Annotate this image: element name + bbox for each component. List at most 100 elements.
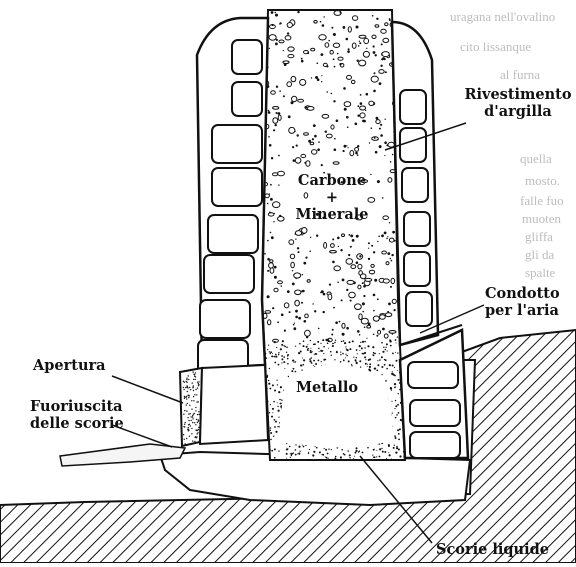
slag-dot	[363, 353, 365, 355]
charge-dot	[296, 310, 297, 311]
charge-dot	[303, 262, 306, 265]
slag-dot	[377, 360, 378, 361]
left-brick	[212, 125, 262, 163]
slag-dot	[292, 360, 294, 362]
charge-dot	[309, 251, 311, 253]
pebble	[383, 216, 389, 220]
slag-dot	[271, 450, 273, 452]
bleed-line-4: quella	[520, 150, 552, 168]
slag-dot	[397, 429, 399, 431]
charge-dot	[384, 155, 385, 156]
bleed-line-10: spalte	[525, 264, 555, 282]
pebble	[289, 127, 295, 133]
slag-dot	[390, 345, 392, 347]
base-dot	[314, 459, 315, 460]
slag-dot	[267, 349, 268, 350]
slag-dot	[399, 455, 401, 457]
bleed-line-5: mosto.	[525, 172, 560, 190]
slag-dot	[376, 450, 377, 451]
slag-dot	[280, 386, 282, 388]
slag-dot	[277, 402, 278, 403]
slag-dot	[325, 449, 327, 451]
charge-dot	[275, 43, 278, 46]
charge-dot	[348, 254, 350, 256]
pebble	[376, 120, 380, 124]
label-metallo: Metallo	[296, 379, 358, 396]
charge-dot	[287, 32, 289, 34]
label-fuoriuscita: Fuoriuscita delle scorie	[30, 398, 124, 432]
charge-dot	[385, 71, 387, 73]
slag-dot	[270, 430, 271, 431]
pebble	[385, 313, 391, 317]
slag-dot	[345, 357, 346, 358]
charge-dot	[270, 198, 273, 201]
hole-dot	[191, 409, 192, 410]
slag-dot	[324, 448, 325, 449]
slag-dot	[369, 363, 371, 365]
slag-dot	[313, 365, 314, 366]
slag-dot	[396, 360, 398, 362]
charge-dot	[314, 135, 317, 138]
pebble	[325, 43, 329, 47]
charge-dot	[268, 136, 270, 138]
charge-dot	[371, 245, 373, 247]
slag-dot	[340, 456, 342, 458]
charge-dot	[269, 212, 271, 214]
slag-dot	[273, 435, 274, 436]
slag-dot	[268, 383, 270, 385]
lower-right-brick	[410, 432, 460, 458]
hole-dot	[186, 387, 187, 388]
pebble	[342, 234, 345, 237]
pebble	[324, 243, 327, 249]
slag-dot	[395, 452, 397, 454]
slag-dot	[391, 401, 392, 402]
slag-dot	[394, 386, 396, 388]
hole-dot	[184, 410, 185, 411]
charge-dot	[336, 119, 339, 122]
pebble	[273, 173, 278, 176]
charge-dot	[373, 334, 375, 336]
slag-dot	[396, 447, 398, 449]
slag-dot	[349, 341, 351, 343]
slag-dot	[345, 346, 346, 347]
charge-dot	[350, 235, 353, 238]
slag-dot	[320, 343, 321, 344]
slag-dot	[393, 447, 395, 449]
slag-dot	[367, 364, 368, 365]
hole-dot	[197, 382, 198, 383]
charge-dot	[397, 336, 398, 337]
hole-dot	[189, 405, 190, 406]
charge-dot	[343, 26, 346, 29]
slag-dot	[328, 458, 329, 459]
pebble	[384, 334, 388, 338]
slag-dot	[372, 455, 373, 456]
slag-dot	[395, 339, 397, 341]
slag-dot	[356, 362, 358, 364]
slag-dot	[357, 353, 358, 354]
charge-dot	[278, 184, 279, 185]
slag-dot	[309, 358, 311, 360]
slag-dot	[394, 383, 396, 385]
slag-dot	[271, 416, 273, 418]
label-apertura: Apertura	[33, 357, 106, 374]
charge-dot	[331, 27, 333, 29]
slag-dot	[379, 353, 380, 354]
slag-dot	[288, 376, 289, 377]
slag-dot	[309, 449, 310, 450]
charge-dot	[337, 53, 339, 55]
charge-dot	[317, 148, 320, 151]
left-brick-small	[232, 82, 262, 116]
charge-dot	[377, 241, 378, 242]
charge-dot	[333, 307, 335, 309]
slag-dot	[272, 408, 274, 410]
slag-dot	[317, 341, 319, 343]
slag-dot	[270, 353, 271, 354]
slag-dot	[277, 406, 278, 407]
base-dot	[175, 493, 176, 494]
slag-dot	[328, 340, 330, 342]
slag-dot	[365, 363, 367, 365]
charge-dot	[357, 60, 359, 62]
charge-dot	[358, 45, 360, 47]
charge-dot	[334, 138, 336, 140]
slag-dot	[328, 449, 329, 450]
